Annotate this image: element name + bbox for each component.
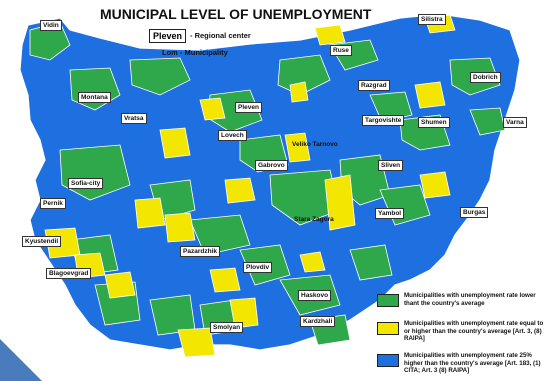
region-yellow — [104, 271, 136, 299]
legend-swatch — [377, 322, 399, 335]
region-yellow — [414, 81, 446, 109]
label-sliven: Sliven — [378, 160, 404, 171]
region-yellow — [134, 197, 166, 229]
label-vratsa: Vratsa — [121, 113, 147, 124]
label-shumen: Shumen — [418, 117, 450, 128]
region-yellow — [177, 327, 216, 358]
region-green — [469, 107, 506, 136]
region-yellow — [159, 127, 191, 159]
label-yambol: Yambol — [375, 208, 405, 219]
label-smolyan: Smolyan — [210, 322, 244, 333]
label-blagoevgrad: Blagoevgrad — [46, 268, 92, 279]
label-silistra: Silistra — [418, 14, 446, 25]
label-kardzhali: Kardzhali — [300, 316, 336, 327]
region-yellow — [209, 267, 241, 293]
region-green — [269, 169, 341, 226]
label-gabrovo: Gabrovo — [255, 160, 288, 171]
legend-text: Municipalities with unemployment rate lo… — [404, 292, 536, 307]
label-haskovo: Haskovo — [298, 290, 332, 301]
legend-item-equal-higher: Municipalities with unemployment rate eq… — [377, 320, 547, 348]
label-pleven: Pleven — [235, 102, 262, 113]
label-pazardzhik: Pazardzhik — [180, 246, 220, 257]
label-vidin: Vidin — [40, 20, 62, 31]
legend-text: Municipalities with unemployment rate 25… — [404, 352, 541, 374]
region-yellow — [284, 132, 311, 163]
region-yellow — [229, 297, 259, 329]
legend-swatch — [377, 354, 399, 367]
region-yellow — [289, 81, 309, 103]
label-burgas: Burgas — [460, 207, 489, 218]
legend-item-25pct-higher: Municipalities with unemployment rate 25… — [377, 352, 547, 380]
map-title: MUNICIPAL LEVEL OF UNEMPLOYMENT — [100, 6, 372, 22]
region-yellow — [164, 212, 196, 243]
region-green — [349, 244, 393, 281]
label-lovech: Lovech — [218, 130, 247, 141]
label-montana: Montana — [78, 92, 111, 103]
regional-center-key-text: - Regional center — [190, 31, 251, 40]
region-yellow — [324, 174, 356, 231]
legend-text: Municipalities with unemployment rate eq… — [404, 320, 544, 342]
region-yellow — [299, 251, 326, 273]
region-yellow — [314, 24, 346, 46]
label-pernik: Pernik — [40, 198, 66, 209]
corner-decoration — [0, 339, 42, 381]
label-razgrad: Razgrad — [358, 80, 390, 91]
region-yellow — [199, 97, 226, 121]
region-yellow — [224, 177, 256, 204]
region-green — [129, 57, 191, 96]
label-kyustendil: Kyustendil — [22, 236, 62, 247]
label-targovishte: Targovishte — [362, 115, 405, 126]
label-plovdiv: Plovdiv — [243, 262, 273, 273]
label-dobrich: Dobrich — [470, 72, 501, 83]
legend-item-lower: Municipalities with unemployment rate lo… — [377, 292, 547, 316]
region-yellow — [419, 171, 451, 199]
region-green — [189, 214, 251, 256]
label-ruse: Ruse — [330, 45, 352, 56]
label-stara-zagora: Stara Zagora — [294, 216, 334, 223]
region-green — [369, 91, 413, 123]
municipality-key-text: Lom - Municipality — [162, 48, 228, 57]
legend-swatch — [377, 294, 399, 307]
label-varna: Varna — [503, 117, 527, 128]
label-sofia-city: Sofia-city — [68, 178, 104, 189]
regional-center-key-box: Pleven — [149, 29, 187, 43]
label-veliko-tarnovo: Veliko Tarnovo — [292, 141, 338, 148]
